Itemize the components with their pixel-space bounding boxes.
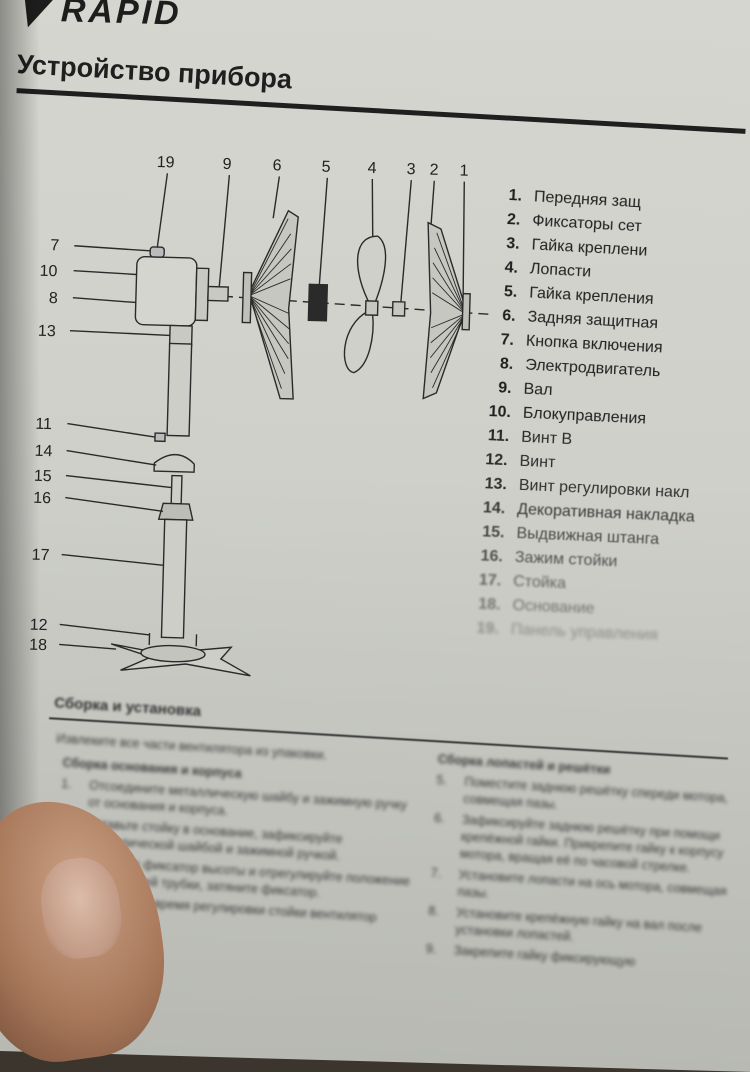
blade-nut [393, 302, 405, 316]
assembly-step-number: 5. [435, 772, 465, 808]
legend-item-number: 11. [471, 426, 510, 446]
motor-body [135, 256, 197, 326]
stand-clamp [159, 503, 193, 520]
callout-9: 9 [222, 156, 231, 173]
motor-flange [195, 268, 208, 320]
callout-19: 19 [156, 154, 174, 171]
callout-13: 13 [38, 323, 56, 340]
legend-item-name: Винт В [521, 429, 573, 449]
shaft [208, 286, 228, 301]
callout-6: 6 [272, 157, 281, 174]
legend-item-number: 6. [477, 306, 516, 326]
callout-10: 10 [39, 263, 57, 280]
decorative-cap [154, 454, 194, 472]
main-pole [161, 519, 186, 638]
legend-item-name: Основание [512, 597, 595, 618]
assembly-step-number: 9. [425, 941, 454, 960]
legend-item-number: 18. [462, 595, 501, 615]
callout-4: 4 [367, 160, 376, 177]
brand-name: RAPID [60, 0, 182, 33]
legend-item-name: Зажим стойки [514, 549, 617, 571]
legend-item-name: Стойка [513, 573, 567, 593]
rear-nut [308, 284, 327, 320]
legend-item-number: 1. [484, 186, 523, 206]
telescopic-rod [171, 476, 182, 504]
callout-8: 8 [49, 290, 58, 307]
assembly-step-number: 8. [427, 903, 457, 939]
callout-1: 1 [459, 162, 468, 179]
blade-bottom [344, 310, 374, 373]
legend-item-number: 16. [465, 547, 504, 567]
legend-item-number: 17. [463, 571, 502, 591]
legend-item-number: 5. [478, 282, 517, 302]
callout-2: 2 [429, 162, 438, 179]
legend-item-number: 4. [480, 258, 519, 278]
legend-item-number: 7. [476, 330, 515, 350]
legend-item-number: 14. [467, 499, 506, 519]
assembly-step-number: 7. [429, 865, 459, 901]
callout-5: 5 [321, 159, 330, 176]
legend-item-name: Вал [523, 381, 553, 400]
legend-item-number: 9. [473, 378, 512, 398]
brand-logo: RAPID [16, 0, 182, 34]
legend-item-number: 8. [475, 354, 514, 374]
assembly-section-title: Сборка и установка [54, 694, 202, 720]
fan-exploded-diagram: 19 9 6 5 4 3 2 1 7 10 8 13 11 14 15 16 1… [20, 142, 505, 695]
legend-item-number: 12. [470, 450, 509, 470]
callout-3: 3 [406, 161, 415, 178]
legend-item-name: Винт [520, 453, 557, 473]
page-title: Устройство прибора [16, 49, 293, 95]
legend-item-number: 15. [466, 523, 505, 543]
assembly-right-column: Сборка лопастей и решётки 5.Поместите за… [425, 751, 738, 980]
legend-item-name: Передняя защ [533, 188, 641, 212]
upper-stand [167, 343, 192, 436]
title-divider [16, 88, 745, 134]
legend-item-number: 10. [472, 402, 511, 422]
assembly-step-number: 6. [431, 810, 462, 863]
legend-item-number: 13. [468, 475, 507, 495]
legend-item-number: 3. [481, 234, 520, 254]
blade-top [356, 236, 386, 307]
legend-item-name: Лопасти [530, 260, 592, 281]
legend-item-number: 2. [482, 210, 521, 230]
power-button-shape [150, 247, 164, 257]
callout-7: 7 [50, 237, 59, 254]
screw-b [155, 433, 165, 441]
legend-item-number: 19. [461, 619, 500, 639]
